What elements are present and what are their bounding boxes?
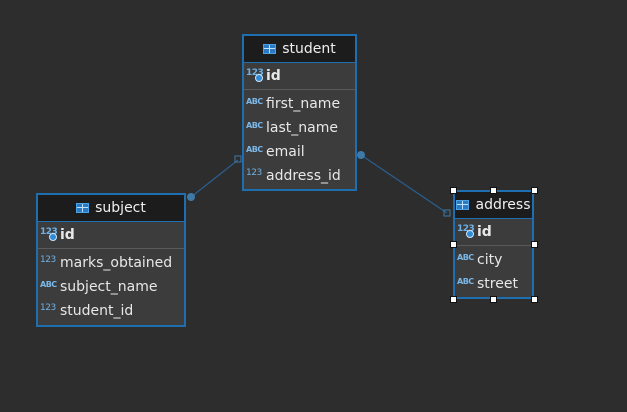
entity-header[interactable]: subject xyxy=(38,195,184,222)
column-name: city xyxy=(477,252,503,268)
column-row[interactable]: ABC last_name xyxy=(244,116,355,140)
table-icon xyxy=(456,200,470,210)
column-name: last_name xyxy=(266,120,338,136)
entity-header[interactable]: address xyxy=(455,192,532,219)
column-name: id xyxy=(60,227,75,243)
text-type-icon: ABC xyxy=(457,276,474,286)
column-name: marks_obtained xyxy=(60,255,173,271)
resize-handle-left[interactable] xyxy=(450,241,457,248)
numeric-type-icon: 123 xyxy=(40,255,56,265)
text-type-icon: ABC xyxy=(457,252,474,262)
column-row[interactable]: ABC city xyxy=(455,248,532,272)
text-type-icon: ABC xyxy=(246,144,263,154)
entity-title: student xyxy=(282,41,336,57)
relationship-end-dot xyxy=(187,193,195,201)
column-name: id xyxy=(477,224,492,240)
relationship-end-dot xyxy=(357,151,365,159)
primary-key-row[interactable]: 123 id xyxy=(38,222,184,249)
relationship-student-address[interactable] xyxy=(360,154,448,214)
column-row[interactable]: ABC first_name xyxy=(244,92,355,116)
primary-key-row[interactable]: 123 id xyxy=(244,63,355,90)
entity-header[interactable]: student xyxy=(244,36,355,63)
table-icon xyxy=(76,203,90,213)
text-type-icon: ABC xyxy=(40,279,57,289)
key-icon xyxy=(49,233,57,241)
numeric-type-icon: 123 xyxy=(246,68,266,82)
entity-subject[interactable]: subject 123 id 123 marks_obtained ABC su… xyxy=(36,193,186,327)
relationship-end-square xyxy=(443,209,451,217)
column-name: student_id xyxy=(60,303,134,319)
column-name: street xyxy=(477,276,518,292)
column-row[interactable]: ABC street xyxy=(455,272,532,296)
primary-key-row[interactable]: 123 id xyxy=(455,219,532,246)
column-name: first_name xyxy=(266,96,341,112)
key-icon xyxy=(466,230,474,238)
resize-handle-bottom[interactable] xyxy=(490,296,497,303)
resize-handle-right[interactable] xyxy=(531,241,538,248)
column-row[interactable]: 123 student_id xyxy=(38,299,184,323)
resize-handle-top-left[interactable] xyxy=(450,187,457,194)
column-name: subject_name xyxy=(60,279,158,295)
column-name: id xyxy=(266,68,281,84)
numeric-type-icon: 123 xyxy=(457,224,477,238)
resize-handle-top-right[interactable] xyxy=(531,187,538,194)
key-icon xyxy=(255,74,263,82)
numeric-type-icon: 123 xyxy=(246,168,262,178)
resize-handle-top[interactable] xyxy=(490,187,497,194)
column-row[interactable]: ABC subject_name xyxy=(38,275,184,299)
relationship-end-square xyxy=(234,155,242,163)
relationship-subject-student[interactable] xyxy=(190,159,239,198)
text-type-icon: ABC xyxy=(246,96,263,106)
resize-handle-bottom-right[interactable] xyxy=(531,296,538,303)
resize-handle-bottom-left[interactable] xyxy=(450,296,457,303)
numeric-type-icon: 123 xyxy=(40,227,60,241)
entity-title: subject xyxy=(95,200,146,216)
table-icon xyxy=(263,44,277,54)
text-type-icon: ABC xyxy=(246,120,263,130)
entity-address[interactable]: address 123 id ABC city ABC street xyxy=(453,190,534,299)
column-row[interactable]: 123 marks_obtained xyxy=(38,251,184,275)
entity-student[interactable]: student 123 id ABC first_name ABC last_n… xyxy=(242,34,357,191)
column-name: address_id xyxy=(266,168,341,184)
column-row[interactable]: 123 address_id xyxy=(244,164,355,188)
column-row[interactable]: ABC email xyxy=(244,140,355,164)
entity-title: address xyxy=(475,197,531,213)
column-name: email xyxy=(266,144,305,160)
numeric-type-icon: 123 xyxy=(40,303,56,313)
